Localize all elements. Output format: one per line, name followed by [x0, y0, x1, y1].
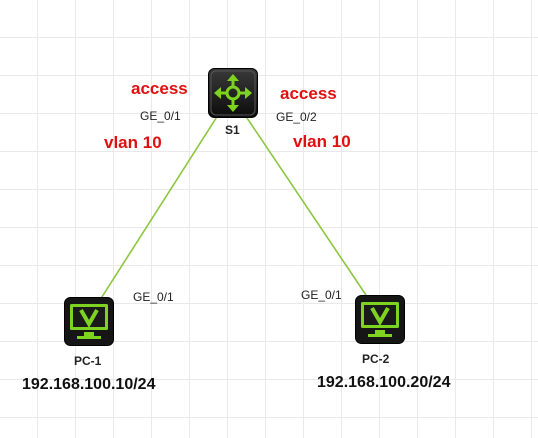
link2-vlan-label: vlan 10 — [293, 132, 351, 151]
link1-pc-port: GE_0/1 — [133, 290, 174, 304]
link1-mode-label: access — [131, 79, 188, 98]
pc-monitor-icon — [355, 295, 405, 344]
link-s1-pc2[interactable] — [242, 111, 369, 299]
link-s1-pc1[interactable] — [99, 111, 221, 301]
link2-switch-port: GE_0/2 — [276, 110, 317, 124]
pc2-name: PC-2 — [362, 352, 390, 366]
pc1-name: PC-1 — [74, 354, 102, 368]
pc-2[interactable] — [355, 295, 405, 352]
pc-1[interactable] — [64, 297, 114, 354]
link2-mode-label: access — [280, 84, 337, 103]
pc2-ip: 192.168.100.20/24 — [317, 374, 451, 391]
link2-pc-port: GE_0/1 — [301, 288, 342, 302]
pc1-ip: 192.168.100.10/24 — [22, 376, 156, 393]
link1-vlan-label: vlan 10 — [104, 133, 162, 152]
switch-icon — [208, 68, 258, 118]
switch-name: S1 — [225, 123, 240, 137]
link1-switch-port: GE_0/1 — [140, 109, 181, 123]
switch-s1[interactable] — [208, 68, 258, 123]
pc-monitor-icon — [64, 297, 114, 346]
